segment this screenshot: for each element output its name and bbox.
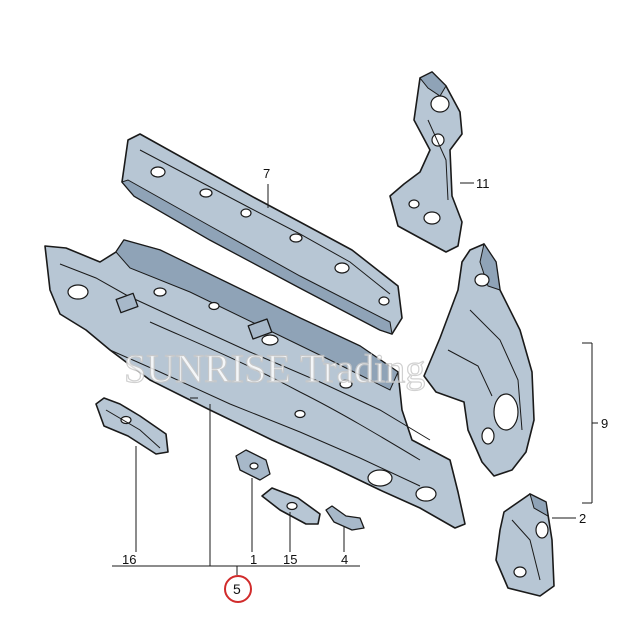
watermark-text: SUNRISE Trading xyxy=(124,346,425,391)
callout-4: 4 xyxy=(341,552,348,567)
highlight-circle xyxy=(224,575,252,603)
callout-2: 2 xyxy=(579,511,586,526)
part-11-side-bracket xyxy=(389,71,463,253)
callout-11: 11 xyxy=(476,176,490,191)
callout-9: 9 xyxy=(601,416,608,431)
callout-7: 7 xyxy=(263,166,270,181)
callout-15: 15 xyxy=(283,552,297,567)
part-5-rear-panel xyxy=(44,239,466,529)
callout-16: 16 xyxy=(122,552,136,567)
leader-lines xyxy=(112,182,598,575)
part-1-clip xyxy=(235,449,271,481)
part-4-clip xyxy=(325,505,365,531)
callout-1: 1 xyxy=(250,552,257,567)
part-9-side-panel xyxy=(423,242,535,477)
part-15-plate xyxy=(261,487,321,525)
part-16-bracket xyxy=(95,397,169,455)
part-7-cross-member xyxy=(121,133,403,335)
part-2-bracket xyxy=(495,493,555,597)
callout-5: 5 xyxy=(233,581,241,597)
